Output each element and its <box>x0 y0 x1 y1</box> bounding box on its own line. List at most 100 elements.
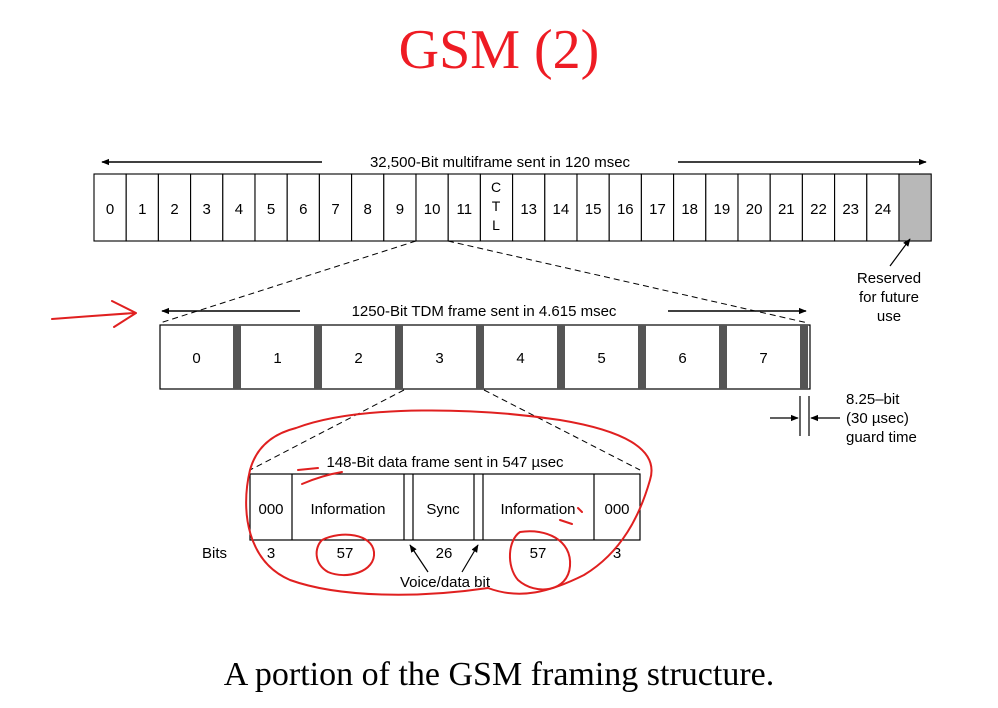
multiframe-slot-8 <box>351 173 385 242</box>
field-information-2: Information <box>500 501 575 518</box>
multiframe-slot-20 <box>737 173 771 242</box>
annotation-circle-57-left <box>315 533 376 577</box>
annotation-circle-57-right <box>509 530 572 591</box>
multiframe-slot-label: 10 <box>424 201 441 218</box>
tdm-slot-label-1: 1 <box>273 350 281 367</box>
guard-line-1: 8.25–bit <box>846 391 900 408</box>
multiframe-slot-label: 19 <box>714 201 731 218</box>
multiframe-slot-label: 9 <box>396 201 404 218</box>
multiframe-slot-18 <box>673 173 707 242</box>
tdm-slot-label-2: 2 <box>354 350 362 367</box>
multiframe-slot-label: 16 <box>617 201 634 218</box>
bits-information-1: 57 <box>337 545 354 562</box>
tdm-slot-label-7: 7 <box>759 350 767 367</box>
annotation-squiggle <box>297 467 583 525</box>
multiframe-slot-label: 5 <box>267 201 275 218</box>
tdm-slots: 0 1 2 3 4 5 6 7 <box>192 325 808 389</box>
bits-tail-start: 3 <box>267 545 275 562</box>
slot-ctl-c: C <box>491 179 501 195</box>
multiframe-slot-12 <box>479 173 514 242</box>
multiframe-slot-label: 6 <box>299 201 307 218</box>
reserved-line-3: use <box>877 308 901 325</box>
multiframe-slot-15 <box>576 173 610 242</box>
multiframe-slot-16 <box>608 173 642 242</box>
multiframe-slot-5 <box>254 173 288 242</box>
reserved-line-2: for future <box>859 289 919 306</box>
tdm-slot-label-4: 4 <box>516 350 524 367</box>
reserved-note: Reserved for future use <box>857 238 921 325</box>
multiframe-slot-19 <box>705 173 739 242</box>
multiframe-slot-label: 17 <box>649 201 666 218</box>
handwritten-annotations <box>51 300 653 596</box>
multiframe-slot-label: 4 <box>235 201 243 218</box>
multiframe-slot-label: 2 <box>170 201 178 218</box>
multiframe-slot-label: 14 <box>553 201 570 218</box>
reserved-line-1: Reserved <box>857 270 921 287</box>
multiframe-slot-6 <box>286 173 320 242</box>
multiframe-slot-3 <box>190 173 224 242</box>
guard-line-3: guard time <box>846 429 917 446</box>
guard-bar <box>719 325 727 389</box>
guard-bar <box>314 325 322 389</box>
multiframe-slot-7 <box>318 173 353 242</box>
data-frame: 148-Bit data frame sent in 547 µsec 000 … <box>202 454 641 591</box>
multiframe-slot-11 <box>447 173 481 242</box>
field-information-1: Information <box>310 501 385 518</box>
multiframe-slot-21 <box>769 173 803 242</box>
multiframe-slot-label: 24 <box>875 201 892 218</box>
figure-caption: A portion of the GSM framing structure. <box>223 656 775 693</box>
voice-bit-arrow-right <box>461 544 479 573</box>
annotation-pointer-arrow <box>51 300 137 328</box>
multiframe-slot-label: 18 <box>681 201 698 218</box>
multiframe-slot-10 <box>415 173 449 242</box>
slide-title: GSM (2) <box>398 19 600 81</box>
multiframe-slot-reserved <box>898 173 932 242</box>
bits-information-2: 57 <box>530 545 547 562</box>
multiframe-slot-2 <box>157 173 192 242</box>
multiframe-slot-24 <box>866 173 900 242</box>
tdm-frame: 1250-Bit TDM frame sent in 4.615 msec 0 1… <box>159 301 917 446</box>
bits-label: Bits <box>202 545 227 562</box>
multiframe-slot-label: 3 <box>203 201 211 218</box>
guard-bar <box>800 325 808 389</box>
multiframe-slot-label: 1 <box>138 201 146 218</box>
tdm-frame-label: 1250-Bit TDM frame sent in 4.615 msec <box>352 303 617 320</box>
data-frame-label: 148-Bit data frame sent in 547 µsec <box>326 454 564 471</box>
multiframe-slot-label: 21 <box>778 201 795 218</box>
bits-sync: 26 <box>436 545 453 562</box>
guard-time-note: 8.25–bit (30 µsec) guard time <box>770 391 917 446</box>
zoom-line-right <box>447 240 809 324</box>
multiframe-slot-17 <box>640 173 675 242</box>
tdm-slot-label-3: 3 <box>435 350 443 367</box>
tdm-slot-label-5: 5 <box>597 350 605 367</box>
field-sync: Sync <box>426 501 460 518</box>
multiframe-slot-13 <box>512 173 546 242</box>
tdm-slot-label-0: 0 <box>192 350 200 367</box>
field-tail-start: 000 <box>258 501 283 518</box>
multiframe-label: 32,500-Bit multiframe sent in 120 msec <box>370 154 631 171</box>
zoom-line-2-left <box>249 389 405 471</box>
tdm-slot-label-6: 6 <box>678 350 686 367</box>
multiframe-slot-label: 8 <box>364 201 372 218</box>
multiframe-slot-label: 13 <box>520 201 537 218</box>
guard-bar <box>476 325 484 389</box>
multiframe-slot-label: 7 <box>331 201 339 218</box>
multiframe: 32,500-Bit multiframe sent in 120 msec 0… <box>93 152 932 325</box>
multiframe-slot-label: 22 <box>810 201 827 218</box>
multiframe-slot-label: 11 <box>457 201 473 218</box>
multiframe-slot-label: 20 <box>746 201 763 218</box>
guard-bar <box>638 325 646 389</box>
slot-ctl-t: T <box>492 198 501 214</box>
multiframe-slot-label: 15 <box>585 201 602 218</box>
annotation-underline <box>301 471 343 485</box>
bits-tail-end: 3 <box>613 545 621 562</box>
multiframe-slot-label: 0 <box>106 201 114 218</box>
guard-bar <box>395 325 403 389</box>
slot-ctl-l: L <box>492 217 500 233</box>
multiframe-slot-14 <box>544 173 578 242</box>
guard-line-2: (30 µsec) <box>846 410 909 427</box>
multiframe-slot-4 <box>222 173 256 242</box>
guard-bar <box>557 325 565 389</box>
